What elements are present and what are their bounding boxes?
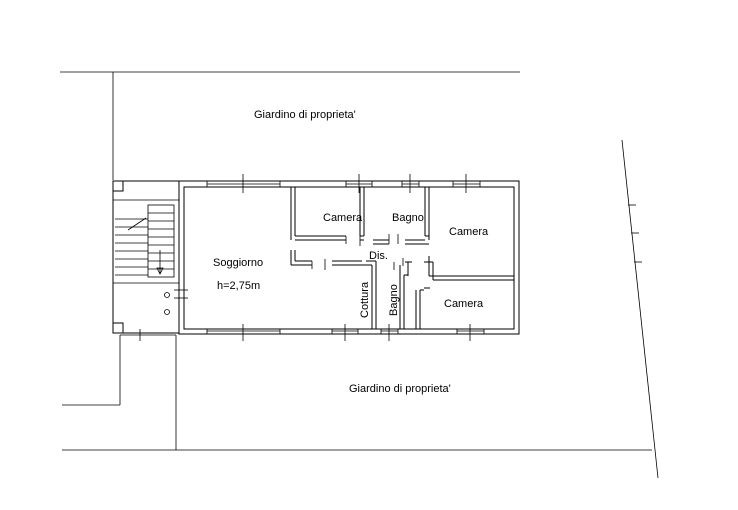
camera-1-label: Camera (323, 212, 363, 224)
bagno-1-label: Bagno (392, 212, 424, 224)
garden-bottom-label: Giardino di proprieta' (349, 383, 451, 395)
garden-top-label: Giardino di proprieta' (254, 109, 356, 121)
soggiorno-label: Soggiorno (213, 257, 263, 269)
cottura-label: Cottura (359, 281, 371, 318)
camera-3-label: Camera (444, 298, 484, 310)
height-label: h=2,75m (217, 280, 260, 292)
interior-walls (290, 187, 514, 329)
staircase (112, 180, 180, 334)
bagno-2-label: Bagno (388, 284, 400, 316)
windows (139, 174, 485, 341)
camera-2-label: Camera (449, 226, 489, 238)
dis-label: Dis. (369, 250, 388, 262)
site-boundary (60, 71, 659, 479)
